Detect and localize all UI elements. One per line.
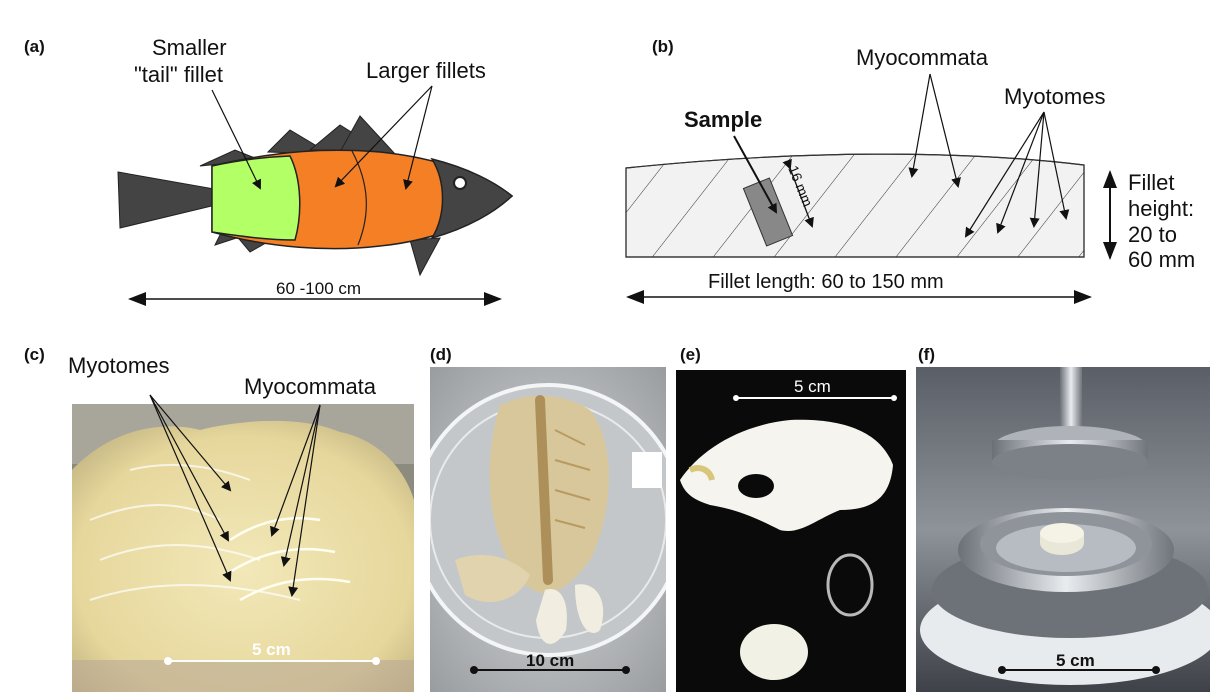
photo-e (676, 370, 906, 692)
panel-e-tag: (e) (680, 345, 701, 364)
fish-length-label: 60 -100 cm (276, 279, 361, 298)
f-scale-label: 5 cm (1056, 651, 1095, 670)
fillet-divider (351, 150, 367, 246)
myocommata-label: Myocommata (856, 45, 989, 70)
c-scale-label: 5 cm (252, 640, 291, 659)
panel-f: (f) 5 cm (916, 345, 1210, 692)
tail-fillet (211, 155, 301, 241)
photo-c (72, 404, 414, 692)
photo-c-myocommata-label: Myocommata (244, 374, 377, 399)
fish-head (430, 157, 514, 240)
panel-b-tag: (b) (652, 37, 674, 56)
myotomes-arrow-2 (996, 111, 1045, 234)
panel-e: (e) 5 cm (676, 345, 906, 692)
larger-fillets-label: Larger fillets (366, 58, 486, 83)
c-myocommata-arrow-3 (288, 404, 321, 597)
c-myocommata-arrow-1 (270, 404, 321, 537)
myotomes-arrow-4 (1043, 111, 1070, 220)
c-myocommata-arrow-2 (280, 404, 321, 567)
myocommata-hatching (626, 154, 1084, 257)
panel-a: (a) Smaller "tail" fillet Larger fillets (24, 35, 514, 306)
height-label-2: height: (1128, 196, 1194, 221)
c-myotomes-arrow-2 (149, 394, 229, 542)
fillet-length-label: Fillet length: 60 to 150 mm (708, 271, 944, 293)
fish-eye (453, 176, 467, 190)
panel-c-tag: (c) (24, 345, 45, 364)
e-scale-label: 5 cm (794, 377, 831, 396)
photo-d (430, 367, 666, 692)
height-label-3: 20 to (1128, 222, 1177, 247)
c-myotomes-arrow-3 (149, 394, 232, 582)
panel-c: (c) Myotomes Myocommata 5 cm (24, 345, 414, 692)
tail-fillet-label-2: "tail" fillet (134, 62, 223, 87)
d-scale-label: 10 cm (526, 651, 574, 670)
myotomes-arrow-1 (964, 111, 1045, 238)
fish-tail (117, 171, 221, 229)
myocommata-arrow-1 (908, 73, 931, 178)
larger-arrow-1 (334, 85, 433, 188)
height-label-1: Fillet (1128, 170, 1174, 195)
myocommata-arrow-2 (929, 73, 961, 188)
myotomes-label: Myotomes (1004, 84, 1105, 109)
sample-label: Sample (684, 107, 762, 132)
sample-size-arrow (782, 158, 814, 228)
tail-arrow (211, 89, 261, 190)
c-myotomes-arrow-1 (149, 394, 232, 492)
photo-f (916, 367, 1210, 692)
panel-a-tag: (a) (24, 37, 45, 56)
tail-fillet-label-1: Smaller (152, 35, 227, 60)
panel-f-tag: (f) (918, 345, 935, 364)
myotomes-arrow-3 (1029, 111, 1045, 228)
panel-d: (d) 10 cm (430, 345, 666, 692)
panel-d-tag: (d) (430, 345, 452, 364)
sample-arrow (733, 135, 777, 214)
height-label-4: 60 mm (1128, 247, 1195, 272)
photo-c-myotomes-label: Myotomes (68, 353, 169, 378)
fillet-outline (625, 153, 1085, 258)
larger-arrow-2 (403, 85, 433, 190)
panel-b: (b) 16 mm Sample Myocommata Myotomes Fil… (625, 37, 1195, 304)
